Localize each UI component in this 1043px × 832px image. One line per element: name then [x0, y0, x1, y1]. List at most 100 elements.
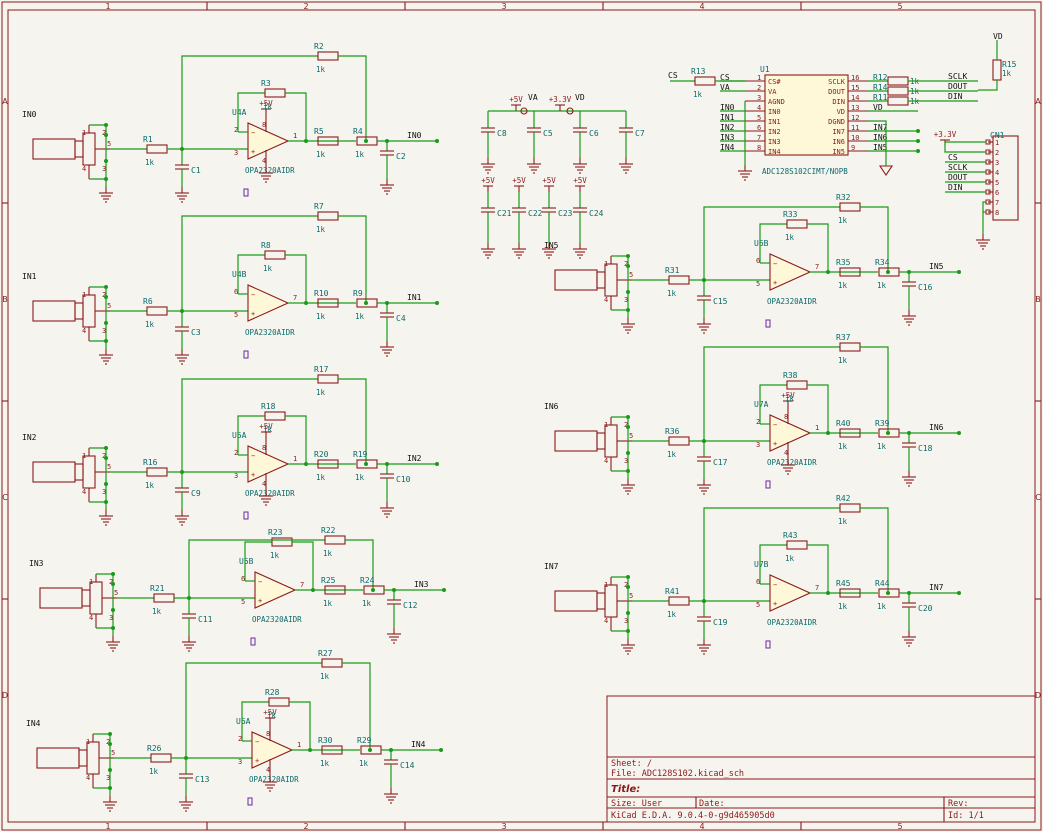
opamp-pin-number: 5	[756, 280, 760, 288]
junction-dot	[108, 732, 112, 736]
connector-pin-number: 5	[107, 463, 111, 471]
wire	[703, 346, 840, 441]
opamp-pin-number: 4	[266, 766, 270, 774]
zone-col-top: 5	[897, 2, 902, 11]
opamp-pin-number: 4	[262, 480, 266, 488]
resistor-ref: R33	[783, 210, 798, 219]
capacitor-ref: C5	[543, 129, 553, 138]
resistor-ref: R9	[353, 289, 363, 298]
channel-input-label: IN1	[22, 272, 37, 281]
opamp-pin-number: 7	[815, 263, 819, 271]
resistor-body	[146, 306, 168, 316]
junction-dot	[826, 270, 830, 274]
adc-pin-name: DGND	[828, 118, 845, 126]
opamp-plus: +	[251, 471, 255, 479]
resistor-ref: R20	[314, 450, 329, 459]
junction-dot	[104, 133, 108, 137]
wire	[807, 384, 829, 433]
opamp-pin-number: 1	[293, 132, 297, 140]
wire	[342, 662, 371, 750]
wire	[978, 80, 998, 91]
capacitor-ref: C1	[191, 166, 201, 175]
adc-pin-name: IN3	[768, 138, 781, 146]
junction-dot	[304, 139, 308, 143]
connector-pin-number: 3	[624, 617, 628, 625]
size-label: Size: User	[611, 799, 662, 809]
adc-pin-name: VA	[768, 88, 777, 96]
capacitor-ref: C14	[400, 761, 415, 770]
header-pin-number: 3	[995, 159, 999, 167]
zone-row-right: A	[1035, 97, 1041, 106]
resistor-body	[786, 380, 808, 390]
net-label-dout: DOUT	[948, 82, 967, 91]
adc-pin-number: 2	[757, 84, 761, 92]
junction-dot	[108, 742, 112, 746]
connector-pin-number: 4	[604, 617, 608, 625]
resistor-value: 1k	[785, 554, 795, 563]
adc-net-label: IN7	[873, 123, 888, 132]
opamp-part: OPA2320AIDR	[767, 458, 817, 467]
resistor-value: 1k	[355, 473, 365, 482]
adc-pin-number: 5	[757, 114, 761, 122]
sheet-label: Sheet: /	[611, 759, 652, 769]
header-pin-number: 7	[995, 199, 999, 207]
adc-pin-name: IN1	[768, 118, 781, 126]
opamp-part: OPA2320AIDR	[245, 328, 295, 337]
header-net-label: DIN	[948, 183, 963, 192]
opamp-ref: U5B	[239, 557, 254, 566]
opamp-pin-number: 7	[300, 581, 304, 589]
resistor-value: 1k	[693, 90, 703, 99]
junction-dot	[957, 431, 961, 435]
sma-connector-icon	[596, 271, 606, 289]
zone-col-top: 4	[699, 2, 704, 11]
sma-connector-icon	[74, 302, 84, 320]
opamp-pin-number: 6	[756, 257, 760, 265]
junction-dot	[111, 608, 115, 612]
net-label-output: IN3	[414, 580, 429, 589]
opamp-minus: −	[251, 129, 255, 137]
junction-dot	[311, 588, 315, 592]
opamp-plus: +	[251, 148, 255, 156]
pwr-flag-marker	[247, 797, 253, 806]
zone-row-left: C	[2, 493, 8, 502]
adc-pin-name: DOUT	[828, 88, 846, 96]
junction-dot	[626, 575, 630, 579]
resistor-value: 1k	[320, 672, 330, 681]
wire	[185, 662, 322, 758]
resistor-value: 1k	[316, 473, 326, 482]
resistor-body	[668, 596, 690, 606]
wire	[868, 120, 887, 166]
opamp-pin-number: 1	[297, 741, 301, 749]
zone-row-right: D	[1035, 691, 1041, 700]
wire	[860, 346, 889, 433]
sma-connector-icon	[74, 140, 84, 158]
connector-pin-number: 1	[604, 421, 608, 429]
wire	[285, 92, 307, 141]
resistor-value: 1k	[316, 312, 326, 321]
junction-dot	[104, 285, 108, 289]
adc-net-label: CS	[720, 73, 730, 82]
resistor-ref: R28	[265, 688, 280, 697]
resistor-ref: R45	[836, 579, 851, 588]
zone-col-bottom: 4	[699, 822, 704, 831]
zone-col-bottom: 3	[501, 822, 506, 831]
connector-pin-number: 2	[106, 738, 110, 746]
opamp-pin-number: 5	[756, 601, 760, 609]
wire	[241, 701, 269, 741]
opamp-minus: −	[773, 421, 777, 429]
opamp-pin-number: 3	[756, 441, 760, 449]
resistor-body	[268, 697, 290, 707]
opamp-ref: U7B	[754, 560, 769, 569]
capacitor-ref: C16	[918, 283, 933, 292]
net-label-output: IN0	[407, 131, 422, 140]
sma-connector-icon	[32, 300, 76, 322]
adc-part-number: ADC128S102CIMT/NOPB	[762, 167, 848, 176]
connector-pin-number: 5	[629, 432, 633, 440]
adc-pin-number: 1	[757, 74, 761, 82]
junction-dot	[104, 446, 108, 450]
resistor-value: 1k	[838, 356, 848, 365]
wire	[944, 141, 986, 146]
channel-input-label: IN6	[544, 402, 559, 411]
adc-ic-body	[764, 74, 849, 156]
resistor-ref: R36	[665, 427, 680, 436]
